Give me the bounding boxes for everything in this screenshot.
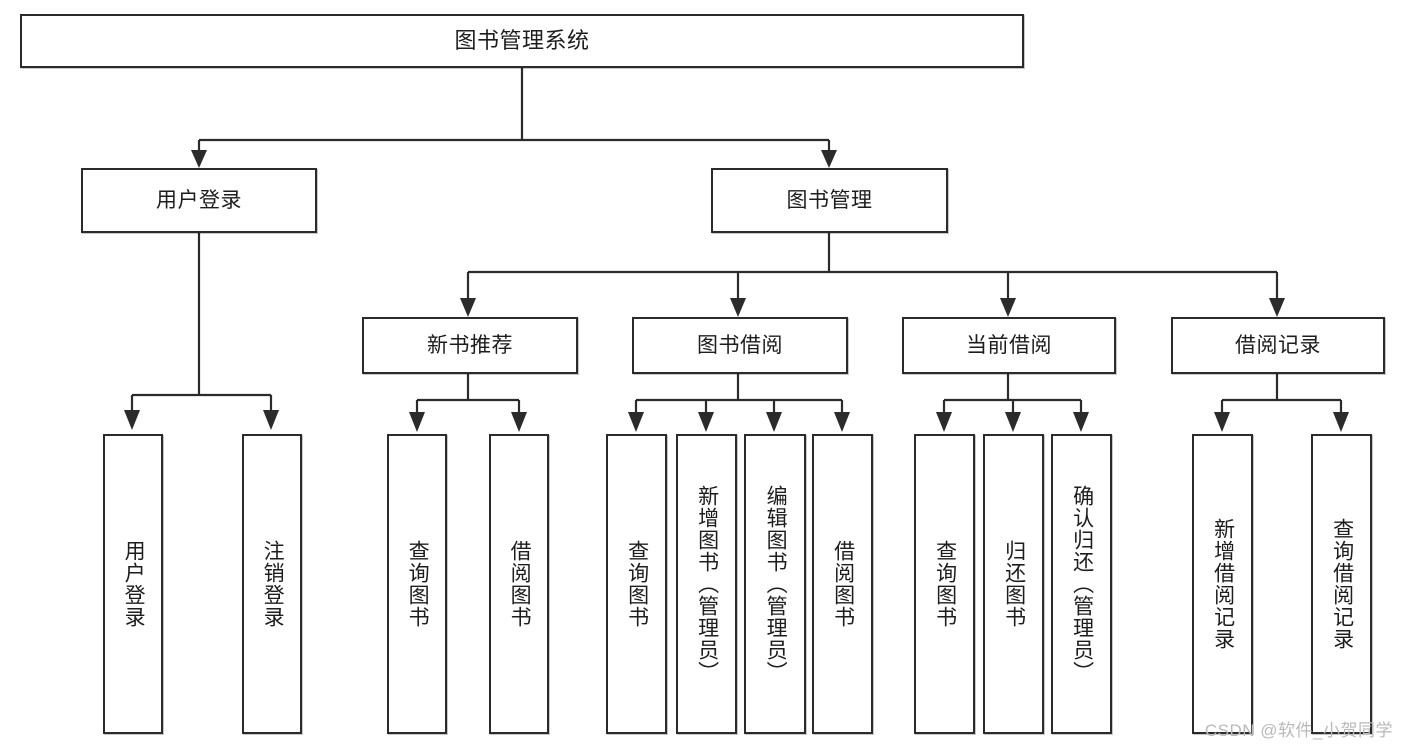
node-leaf-query-book-recommend[interactable]: 查询图书 bbox=[387, 434, 447, 734]
node-leaf-logout[interactable]: 注销登录 bbox=[242, 434, 302, 734]
node-leaf-edit-book-admin[interactable]: 编辑图书（管理员） bbox=[744, 434, 806, 734]
node-leaf-query-borrow-record[interactable]: 查询借阅记录 bbox=[1311, 434, 1372, 734]
leaf-label: 新增图书（管理员） bbox=[695, 485, 719, 683]
leaf-label: 借阅图书 bbox=[831, 540, 855, 628]
node-book-management[interactable]: 图书管理 bbox=[711, 168, 948, 233]
leaf-label: 借阅图书 bbox=[508, 540, 532, 628]
node-leaf-query-book-borrow[interactable]: 查询图书 bbox=[606, 434, 667, 734]
leaf-label: 注销登录 bbox=[261, 540, 285, 628]
leaf-label: 查询借阅记录 bbox=[1330, 518, 1354, 650]
node-new-book-recommend[interactable]: 新书推荐 bbox=[362, 317, 578, 374]
leaf-label: 确认归还（管理员） bbox=[1070, 485, 1094, 683]
node-borrow-record[interactable]: 借阅记录 bbox=[1171, 317, 1385, 374]
watermark-text: CSDN @软件_小贺同学 bbox=[1204, 721, 1393, 740]
leaf-label: 编辑图书（管理员） bbox=[764, 485, 788, 683]
node-user-login[interactable]: 用户登录 bbox=[81, 168, 317, 233]
node-leaf-user-login[interactable]: 用户登录 bbox=[103, 434, 163, 734]
node-leaf-borrow-book[interactable]: 借阅图书 bbox=[812, 434, 873, 734]
leaf-label: 查询图书 bbox=[625, 540, 649, 628]
node-current-borrow[interactable]: 当前借阅 bbox=[902, 317, 1116, 374]
node-leaf-query-book-current[interactable]: 查询图书 bbox=[914, 434, 975, 734]
node-leaf-borrow-book-recommend[interactable]: 借阅图书 bbox=[489, 434, 549, 734]
node-leaf-return-book[interactable]: 归还图书 bbox=[983, 434, 1044, 734]
leaf-label: 用户登录 bbox=[122, 540, 146, 628]
leaf-label: 查询图书 bbox=[406, 540, 430, 628]
node-root-book-management-system[interactable]: 图书管理系统 bbox=[20, 14, 1024, 68]
node-leaf-confirm-return-admin[interactable]: 确认归还（管理员） bbox=[1051, 434, 1112, 734]
node-leaf-add-book-admin[interactable]: 新增图书（管理员） bbox=[676, 434, 737, 734]
node-book-borrow[interactable]: 图书借阅 bbox=[632, 317, 848, 374]
leaf-label: 查询图书 bbox=[933, 540, 957, 628]
leaf-label: 归还图书 bbox=[1002, 540, 1026, 628]
node-leaf-add-borrow-record[interactable]: 新增借阅记录 bbox=[1192, 434, 1253, 734]
leaf-label: 新增借阅记录 bbox=[1211, 518, 1235, 650]
